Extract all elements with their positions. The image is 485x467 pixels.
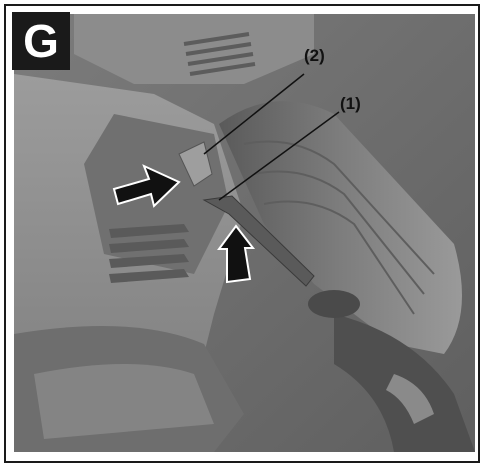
tool-photo — [14, 14, 475, 452]
grip-contours — [243, 140, 435, 315]
pull-arrow — [217, 224, 256, 284]
figure-frame: G — [4, 4, 480, 463]
leader-line-1 — [218, 111, 340, 201]
top-housing — [74, 14, 314, 84]
push-arrow — [112, 164, 181, 208]
lock-off-button — [178, 141, 213, 187]
loop-highlight — [386, 374, 434, 424]
top-ribs — [183, 32, 256, 76]
leader-line-2 — [203, 73, 305, 155]
handle-grip — [219, 101, 462, 354]
switch-lever — [202, 195, 315, 287]
vent-slots — [109, 224, 189, 283]
lower-housing-highlight — [34, 364, 214, 439]
callout-1: (1) — [340, 94, 361, 113]
button-socket — [308, 290, 360, 318]
figure-badge: G — [12, 12, 70, 70]
callout-2: (2) — [304, 46, 325, 65]
